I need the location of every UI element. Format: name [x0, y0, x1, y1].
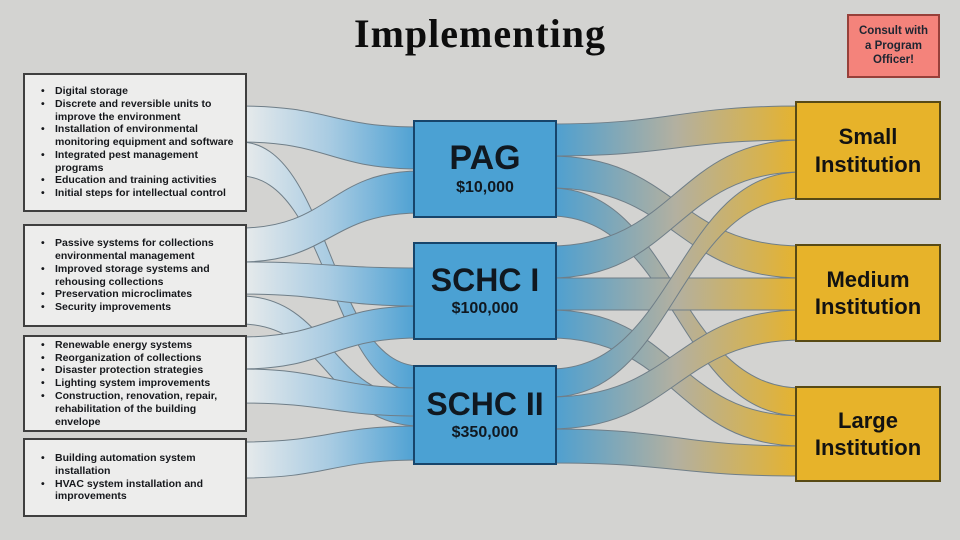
activity-item: Renewable energy systems	[41, 339, 237, 352]
activity-item: Installation of environmental monitoring…	[41, 123, 237, 149]
activity-item: Construction, renovation, repair, rehabi…	[41, 390, 237, 428]
program-amount: $350,000	[451, 424, 519, 442]
activity-item: Building automation system installation	[41, 452, 237, 478]
activity-group-3: Renewable energy systemsReorganization o…	[23, 335, 247, 432]
activity-group-2: Passive systems for collections environm…	[23, 224, 247, 327]
activity-group-4: Building automation system installationH…	[23, 438, 247, 517]
program-amount: $100,000	[451, 300, 519, 318]
program-name: SCHC I	[430, 261, 540, 298]
activity-item: Passive systems for collections environm…	[41, 237, 237, 263]
institution-medium: Medium Institution	[795, 244, 941, 342]
activity-item: Initial steps for intellectual control	[41, 187, 237, 200]
activity-list-4: Building automation system installationH…	[25, 446, 245, 509]
slide-title: Implementing	[354, 11, 606, 56]
activity-item: Lighting system improvements	[41, 377, 237, 390]
activity-item: Security improvements	[41, 301, 237, 314]
activity-item: Disaster protection strategies	[41, 364, 237, 377]
activity-item: Reorganization of collections	[41, 352, 237, 365]
activity-list-2: Passive systems for collections environm…	[25, 231, 245, 320]
activity-item: Integrated pest management programs	[41, 149, 237, 175]
program-schc1: SCHC I $100,000	[413, 242, 557, 340]
program-name: SCHC II	[426, 385, 544, 422]
activity-item: HVAC system installation and improvement…	[41, 478, 237, 504]
institution-large: Large Institution	[795, 386, 941, 482]
flow-ribbon-group-4-to-schc-ii	[239, 425, 421, 479]
activity-list-3: Renewable energy systemsReorganization o…	[25, 333, 245, 435]
flow-ribbon-group-2-to-pag	[239, 170, 421, 263]
activity-item: Improved storage systems and rehousing c…	[41, 263, 237, 289]
activity-group-1: Digital storageDiscrete and reversible u…	[23, 73, 247, 212]
consult-note: Consult with a Program Officer!	[847, 14, 940, 78]
activity-item: Preservation microclimates	[41, 288, 237, 301]
program-pag: PAG $10,000	[413, 120, 557, 218]
program-amount: $10,000	[456, 179, 514, 197]
program-name: PAG	[449, 138, 521, 177]
program-schc2: SCHC II $350,000	[413, 365, 557, 465]
activity-item: Digital storage	[41, 85, 237, 98]
activity-list-1: Digital storageDiscrete and reversible u…	[25, 79, 245, 206]
institution-small: Small Institution	[795, 101, 941, 200]
activity-item: Education and training activities	[41, 174, 237, 187]
activity-item: Discrete and reversible units to improve…	[41, 98, 237, 124]
